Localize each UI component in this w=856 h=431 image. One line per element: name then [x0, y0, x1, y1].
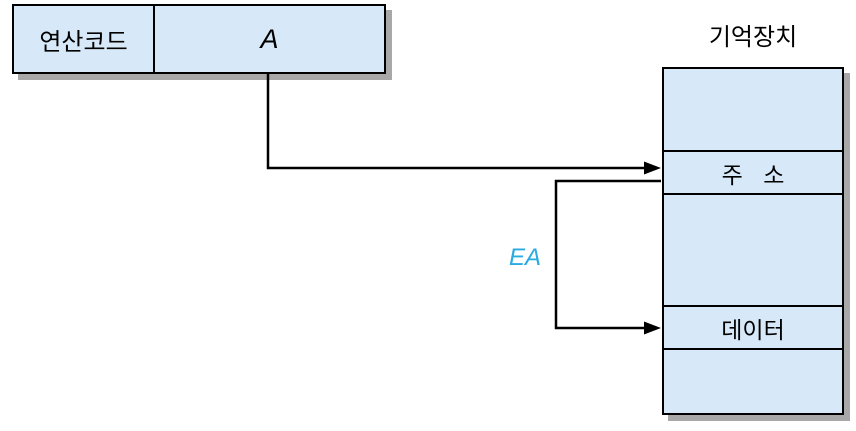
opcode-field: 연산코드	[14, 6, 155, 72]
memory-box: 주 소 데이터	[662, 67, 844, 415]
address-field-label: A	[260, 23, 279, 54]
memory-row-empty-bottom	[664, 350, 842, 413]
arrow-line-address-to-data	[554, 179, 661, 330]
memory-title: 기억장치	[708, 24, 798, 51]
arrow-line-a-to-address	[266, 74, 645, 170]
memory-row-empty-middle	[664, 195, 842, 307]
opcode-field-label: 연산코드	[39, 28, 128, 56]
instruction-format-box: 연산코드 A	[12, 4, 386, 74]
memory-row-data: 데이터	[664, 307, 842, 350]
memory-row-label: 데이터	[721, 316, 785, 343]
memory-row-empty-top	[664, 69, 842, 152]
arrowhead-icon	[644, 321, 661, 335]
effective-address-label: EA	[508, 244, 541, 271]
memory-row-label: 주 소	[721, 161, 785, 188]
arrowhead-icon	[644, 161, 661, 175]
memory-row-address: 주 소	[664, 152, 842, 195]
address-field: A	[155, 6, 384, 72]
